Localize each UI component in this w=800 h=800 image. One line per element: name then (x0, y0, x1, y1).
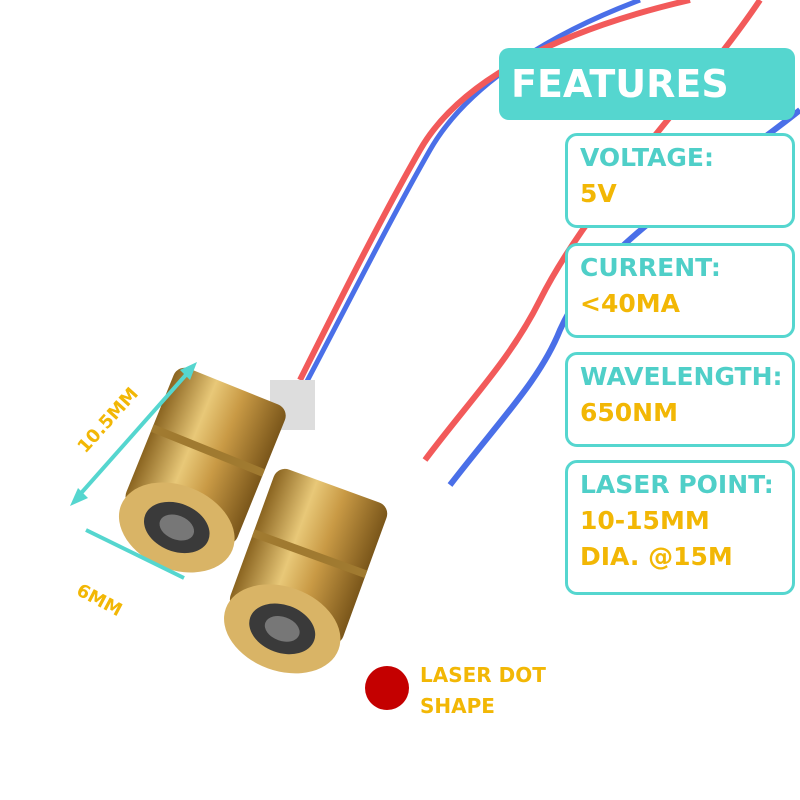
feature-wavelength: WAVELENGTH: 650NM (565, 352, 795, 447)
feature-value: 10-15MM (580, 506, 710, 535)
feature-voltage: VOLTAGE: 5V (565, 133, 795, 228)
feature-value-2: DIA. @15M (580, 542, 733, 571)
feature-value: 5V (580, 179, 617, 208)
feature-value: 650NM (580, 398, 678, 427)
laser-module-right (224, 468, 388, 674)
feature-label: WAVELENGTH: (580, 362, 783, 391)
diameter-arrow (85, 528, 185, 580)
wires-left-module (297, 0, 691, 387)
features-header: FEATURES (499, 48, 795, 120)
feature-label: VOLTAGE: (580, 143, 715, 172)
length-arrow (70, 362, 197, 506)
feature-value: <40MA (580, 289, 680, 318)
laser-dot-label-line1: LASER DOT (420, 663, 546, 687)
laser-module-left (118, 367, 315, 573)
feature-label: LASER POINT: (580, 470, 774, 499)
laser-dot-label: LASER DOT SHAPE (420, 660, 546, 722)
laser-dot (365, 666, 409, 710)
feature-label: CURRENT: (580, 253, 721, 282)
feature-current: CURRENT: <40MA (565, 243, 795, 338)
laser-dot-label-line2: SHAPE (420, 694, 495, 718)
feature-laser-point: LASER POINT: 10-15MM DIA. @15M (565, 460, 795, 595)
